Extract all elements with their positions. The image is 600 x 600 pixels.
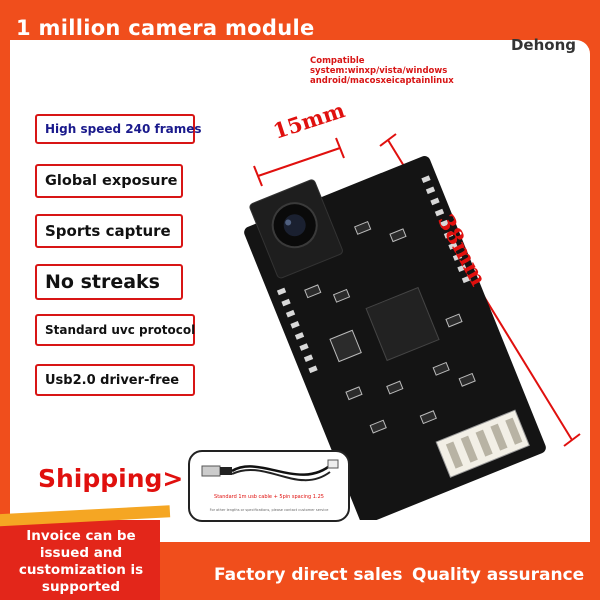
feature-no-streaks: No streaks [35,264,183,300]
compatibility-note: Compatible system:winxp/vista/windows an… [310,56,454,86]
feature-global-exposure: Global exposure [35,164,183,198]
compat-line-2: system:winxp/vista/windows [310,66,448,76]
feature-label: No streaks [45,271,160,293]
frame-right [590,0,600,600]
feature-uvc-protocol: Standard uvc protocol [35,314,195,346]
frame-left [0,0,10,600]
feature-usb-driver-free: Usb2.0 driver-free [35,364,195,396]
shipping-label: Shipping> [38,464,184,493]
feature-label: High speed 240 frames [45,122,202,136]
feature-label: Standard uvc protocol [45,323,196,337]
invoice-text: Invoice can be issued and customization … [18,528,144,595]
feature-high-speed: High speed 240 frames [35,114,202,144]
camera-module-image [244,133,581,520]
feature-sports-capture: Sports capture [35,214,183,248]
page-title: 1 million camera module [16,16,315,40]
quality-assurance-label: Quality assurance [412,565,585,585]
cable-note: For other lengths or specifications, ple… [209,508,329,512]
cable-image-box: Standard 1m usb cable + 5pin spacing 1.2… [188,450,350,522]
feature-label: Usb2.0 driver-free [45,372,180,388]
usb-cable-icon [201,459,339,482]
title-tab [10,0,310,40]
compat-line-3: android/macosxeicaptainlinux [310,76,454,86]
feature-label: Sports capture [45,222,171,240]
cable-caption: Standard 1m usb cable + 5pin spacing 1.2… [214,494,324,500]
invoice-panel [0,520,160,600]
feature-label: Global exposure [45,173,178,189]
factory-direct-label: Factory direct sales [214,565,403,585]
compat-line-1: Compatible [310,56,365,66]
brand-name: Dehong [510,36,576,54]
